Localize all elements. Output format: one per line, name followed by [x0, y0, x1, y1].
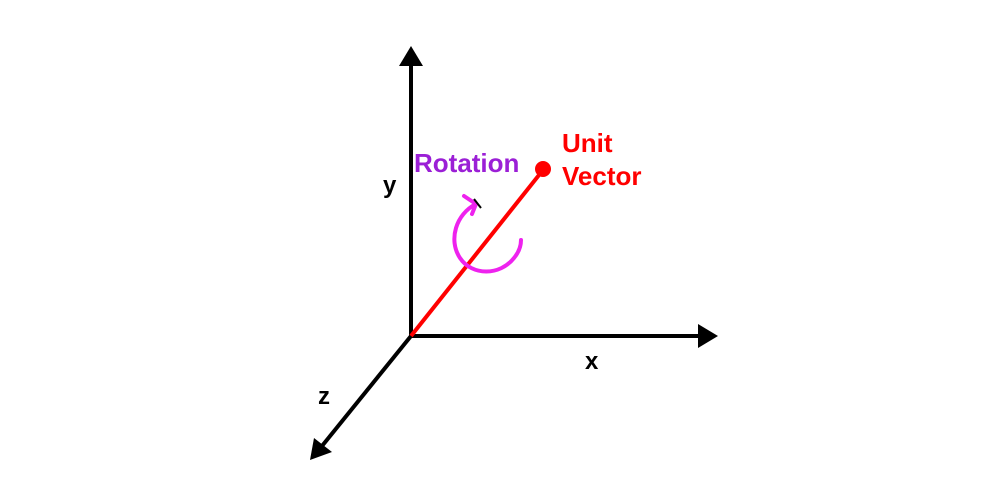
rotation-arrow: [452, 194, 523, 274]
z-axis-label: z: [318, 383, 330, 410]
z-axis: [310, 334, 413, 460]
unit-vector-label-line1: Unit: [562, 128, 613, 158]
x-axis: [409, 324, 718, 348]
unit-vector-label-line2: Vector: [562, 161, 642, 191]
y-axis-label: y: [383, 172, 397, 199]
rotation-arrow-curve: [452, 202, 523, 274]
z-axis-arrowhead: [310, 438, 332, 460]
rotation-arrowhead-mark: [473, 198, 482, 209]
y-axis-arrowhead: [399, 46, 423, 66]
unit-vector-line: [409, 168, 545, 338]
rotation-arrowhead-icon: [462, 194, 478, 216]
unit-vector: [409, 161, 551, 338]
unit-vector-tip: [535, 161, 551, 177]
y-axis: [399, 46, 423, 336]
z-axis-line: [320, 334, 413, 448]
x-axis-arrowhead: [698, 324, 718, 348]
x-axis-label: x: [585, 348, 599, 375]
rotation-label: Rotation: [414, 148, 519, 178]
